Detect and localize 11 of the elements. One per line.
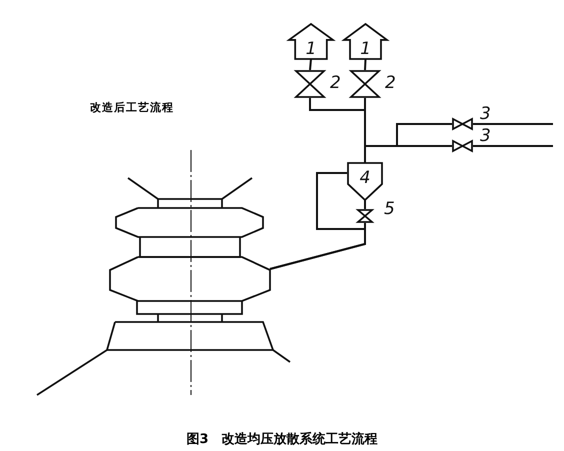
pipe-line [473, 145, 553, 147]
diagram-title: 改造后工艺流程 [90, 100, 174, 115]
pipe-line [473, 123, 553, 125]
item-number: 4 [358, 170, 372, 188]
pipe-line [364, 200, 366, 209]
item-number: 1 [359, 41, 372, 58]
pipe-line [270, 172, 366, 270]
pipe-line [309, 58, 312, 70]
figure-caption: 图3 改造均压放散系统工艺流程 [186, 432, 378, 447]
pipe-line [364, 58, 366, 70]
item-number: 1 [304, 41, 318, 58]
